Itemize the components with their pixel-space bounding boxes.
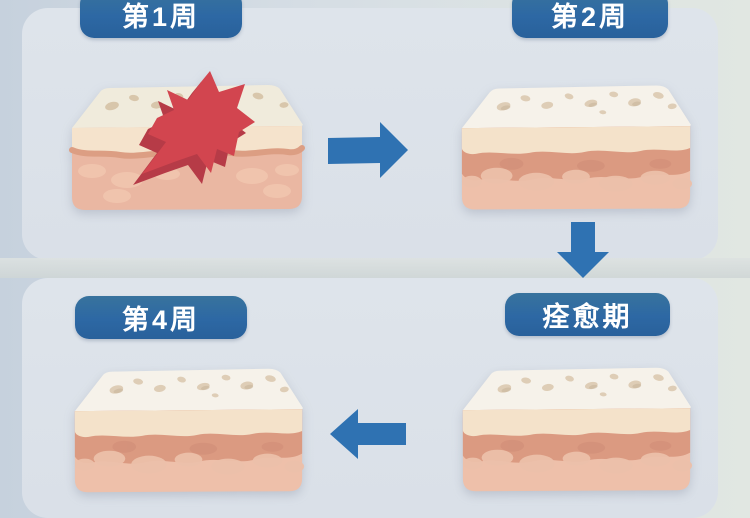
arrow-right-icon bbox=[328, 122, 408, 178]
badge-week4-label: 第4周 bbox=[121, 305, 201, 335]
badge-week2: 第2周 bbox=[512, 0, 668, 38]
badge-week1-label: 第1周 bbox=[121, 1, 201, 32]
skin-illustration-recovery bbox=[453, 358, 700, 493]
dermis-blobs bbox=[78, 164, 299, 203]
panel-divider-band bbox=[0, 258, 750, 278]
skin-illustration-week1 bbox=[62, 71, 312, 211]
badge-week1: 第1周 bbox=[80, 0, 242, 38]
wound-shape bbox=[133, 71, 255, 185]
skin-illustration-week2 bbox=[452, 76, 700, 211]
badge-recovery-label: 痊愈期 bbox=[542, 302, 633, 332]
badge-week2-label: 第2周 bbox=[550, 1, 630, 32]
arrow-left-icon bbox=[330, 409, 406, 459]
skin-illustration-week4 bbox=[65, 358, 312, 495]
badge-week4: 第4周 bbox=[75, 296, 247, 339]
arrow-down-icon bbox=[557, 222, 609, 278]
badge-recovery: 痊愈期 bbox=[505, 293, 670, 336]
